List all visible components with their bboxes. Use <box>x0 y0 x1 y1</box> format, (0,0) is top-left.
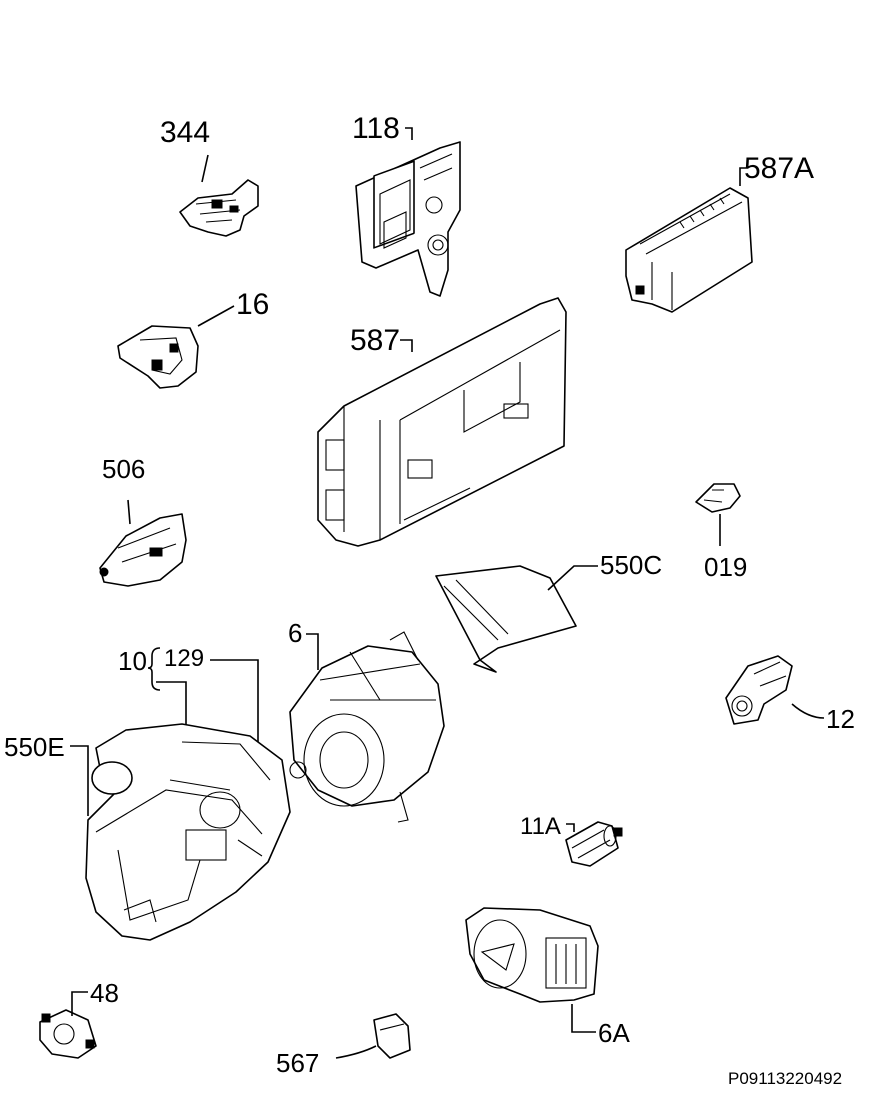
part-587-electronic-box <box>317 297 567 547</box>
label-48: 48 <box>90 978 119 1008</box>
label-12: 12 <box>826 704 855 734</box>
label-019: 019 <box>704 552 747 582</box>
leader-567 <box>335 1045 377 1059</box>
label-11A: 11A <box>520 813 561 840</box>
label-118: 118 <box>352 112 400 145</box>
leader-12 <box>791 703 825 719</box>
diagram-code: P09113220492 <box>728 1069 842 1088</box>
part-587A-module <box>625 187 753 313</box>
leader-11A <box>566 823 575 832</box>
label-6A: 6A <box>598 1018 630 1048</box>
part-16-door-lock <box>117 325 199 389</box>
leader-6 <box>306 633 319 670</box>
leader-118 <box>405 127 413 140</box>
part-12-pressure-switch <box>725 655 793 725</box>
label-6: 6 <box>288 618 302 648</box>
leader-48 <box>71 991 88 1016</box>
label-10: 10 <box>118 646 147 676</box>
label-506: 506 <box>102 454 145 484</box>
label-587: 587 <box>350 324 400 357</box>
part-567-cap <box>373 1013 411 1059</box>
label-16: 16 <box>236 288 269 321</box>
leader-16 <box>197 305 235 327</box>
label-550E: 550E <box>4 732 65 762</box>
leader-587 <box>400 339 413 352</box>
leader-344 <box>201 154 209 183</box>
label-587A: 587A <box>744 152 814 185</box>
part-506-latch <box>99 513 187 587</box>
leader-6A <box>571 1004 596 1033</box>
brace-10 <box>147 647 161 691</box>
label-344: 344 <box>160 116 210 149</box>
leader-550E <box>70 745 89 816</box>
leader-10 <box>156 681 187 728</box>
leader-506 <box>127 499 131 525</box>
leader-129 <box>210 659 259 752</box>
part-550C-cover <box>435 565 577 673</box>
part-019-connector <box>695 483 741 513</box>
part-11A-sensor <box>565 821 623 867</box>
label-129: 129 <box>164 645 204 672</box>
part-118-control-panel <box>355 141 461 297</box>
leader-587A <box>739 167 748 186</box>
part-6-pump-motor <box>289 631 445 823</box>
label-567: 567 <box>276 1048 319 1078</box>
part-6A-drain-pump <box>465 907 599 1003</box>
part-550E-sump-housing <box>85 723 291 941</box>
part-48-thermostat <box>39 1009 97 1059</box>
part-344-clip <box>179 179 259 237</box>
leader-550C <box>547 565 598 591</box>
label-550C: 550C <box>600 550 662 580</box>
